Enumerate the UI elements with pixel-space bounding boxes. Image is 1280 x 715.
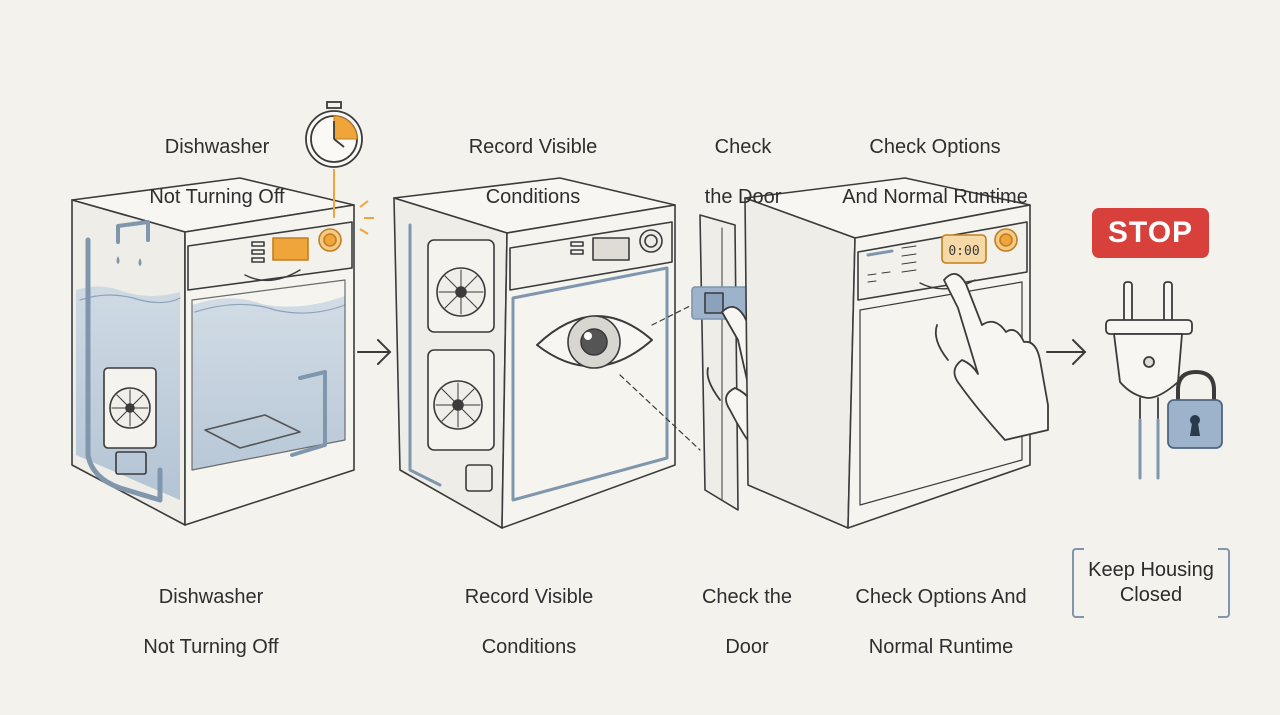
dishwasher-panel-illustration — [744, 177, 1031, 529]
step-3-bottom-label-line-1: Check the — [701, 586, 793, 608]
step-1-top-label-line-1: Dishwasher — [164, 136, 270, 158]
padlock-icon — [1167, 370, 1223, 449]
step-1-bottom-label-line-1: Dishwasher — [158, 586, 264, 608]
step-5-bottom-label-text: Keep Housing Closed — [1072, 558, 1230, 608]
bracket-right — [1218, 548, 1230, 618]
stopwatch-icon — [305, 101, 374, 235]
panel-display-readout: 0:00 — [948, 244, 979, 259]
step-3-bottom-label: Check the Door — [684, 560, 810, 685]
step-4-top-label-line-1: Check Options — [869, 136, 1001, 158]
step-2-bottom-label: Record Visible Conditions — [434, 560, 624, 685]
step-2-top-label-line-2: Conditions — [485, 186, 581, 208]
step-1-top-label-line-2: Not Turning Off — [149, 186, 285, 208]
step-5-bottom-label-line-2: Closed — [1119, 584, 1183, 606]
bracket-left — [1072, 548, 1084, 618]
step-3-top-label-line-2: the Door — [704, 186, 782, 208]
step-5-bottom-label-line-1: Keep Housing — [1088, 559, 1214, 581]
stop-badge: STOP — [1092, 208, 1209, 258]
door-hand-illustration — [691, 214, 761, 511]
step-4-bottom-label-line-1: Check Options And — [855, 586, 1027, 608]
dishwasher-water-illustration — [71, 177, 355, 526]
step-3-top-label-line-1: Check — [714, 136, 772, 158]
step-2-bottom-label-line-1: Record Visible — [464, 586, 594, 608]
step-4-bottom-label-line-2: Normal Runtime — [868, 636, 1014, 658]
step-1-bottom-label-line-2: Not Turning Off — [143, 636, 279, 658]
step-1-top-label: Dishwasher Not Turning Off — [122, 110, 312, 235]
step-3-bottom-label-line-2: Door — [725, 636, 769, 658]
dishwasher-eye-illustration — [393, 177, 703, 529]
hand-icon — [934, 273, 1049, 441]
arrow-right-icon — [1046, 339, 1087, 365]
step-4-top-label-line-2: And Normal Runtime — [842, 186, 1028, 208]
step-4-bottom-label: Check Options And Normal Runtime — [838, 560, 1044, 685]
step-4-top-label: Check Options And Normal Runtime — [840, 110, 1030, 235]
step-1-bottom-label: Dishwasher Not Turning Off — [116, 560, 306, 685]
step-2-top-label: Record Visible Conditions — [438, 110, 628, 235]
step-3-top-label: Check the Door — [683, 110, 803, 235]
step-2-bottom-label-line-2: Conditions — [481, 636, 577, 658]
plug-icon — [1105, 281, 1193, 480]
step-2-top-label-line-1: Record Visible — [468, 136, 598, 158]
step-5-bottom-label: Keep Housing Closed — [1072, 548, 1230, 618]
arrow-right-icon — [357, 339, 392, 365]
